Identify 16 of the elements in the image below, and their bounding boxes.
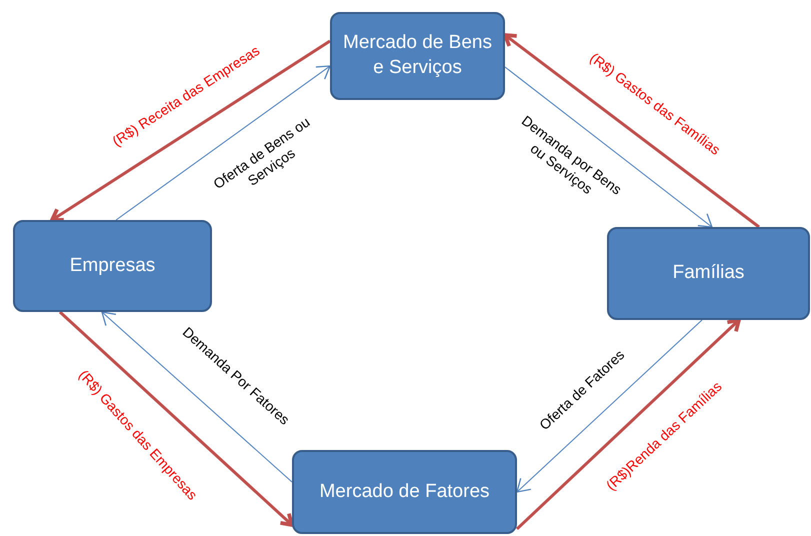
arrow bbox=[504, 66, 713, 228]
arrow bbox=[503, 33, 760, 228]
arrow bbox=[58, 310, 294, 527]
process-box bbox=[13, 220, 212, 312]
process-box bbox=[292, 450, 517, 534]
process-box bbox=[607, 227, 810, 320]
node-label: Empresas bbox=[70, 254, 156, 278]
arrow bbox=[116, 65, 331, 220]
node-label: Famílias bbox=[672, 261, 744, 286]
arrow bbox=[50, 40, 331, 222]
node-label: Mercado de Fatores bbox=[319, 480, 490, 504]
node-label: Mercado de Bens e Serviços bbox=[342, 31, 493, 80]
process-box bbox=[330, 12, 505, 100]
arrow bbox=[516, 320, 702, 493]
arrow bbox=[101, 311, 292, 482]
arrow bbox=[516, 318, 741, 530]
